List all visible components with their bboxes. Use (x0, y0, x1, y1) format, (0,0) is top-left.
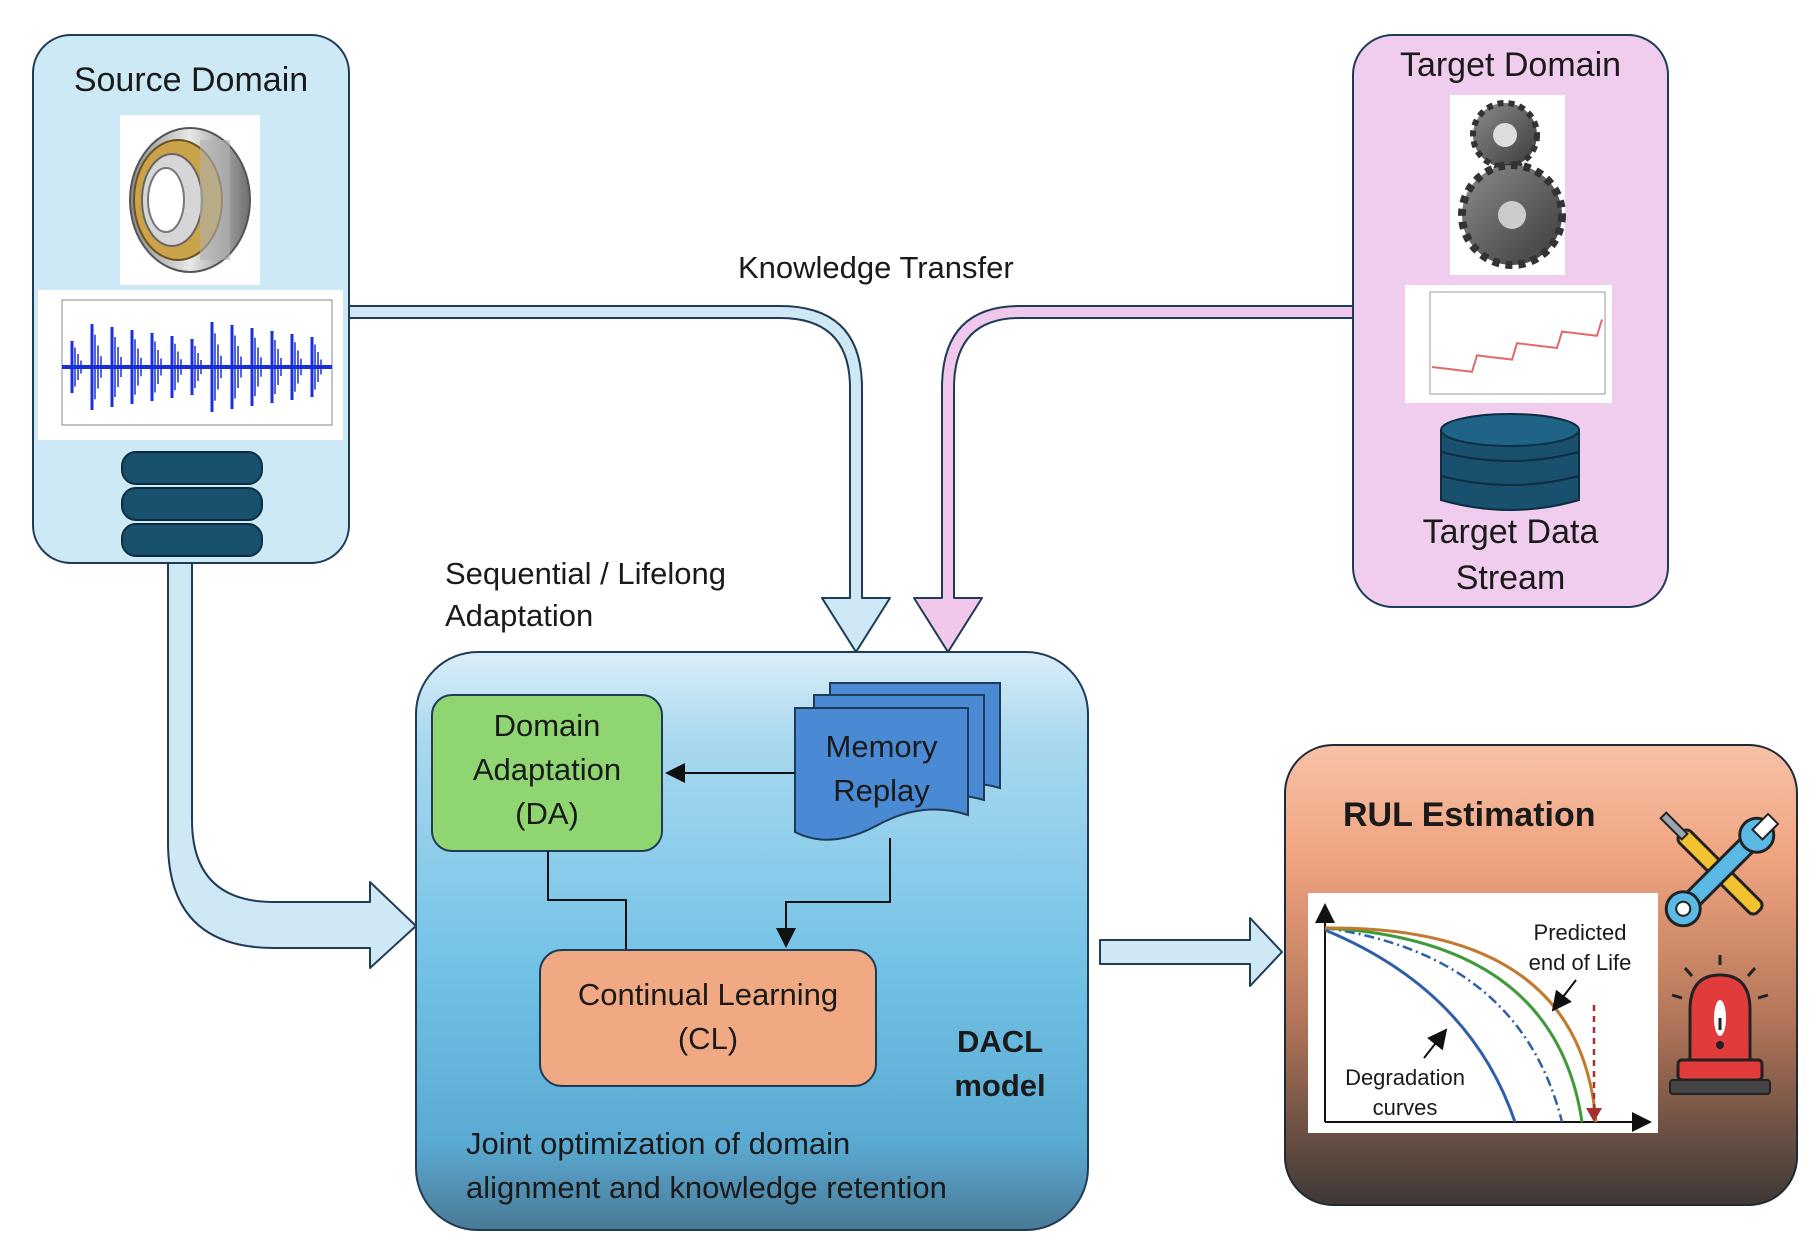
memory-replay-label-1: Memory (825, 729, 938, 764)
target-data-stream-label-2: Stream (1455, 559, 1566, 597)
source-domain-title: Source Domain (73, 61, 309, 99)
degradation-curve-green (1324, 926, 1584, 1123)
memory-to-cl-connector (776, 838, 891, 948)
joint-optimization-label-2: alignment and knowledge retention (466, 1170, 947, 1205)
degradation-curve-blue (1324, 928, 1517, 1123)
degradation-curves-label-2: curves (1372, 1095, 1438, 1120)
domain-adaptation-label-1: Domain (493, 708, 601, 743)
continual-learning-box (539, 949, 877, 1087)
degradation-curve-orange (1324, 926, 1598, 1123)
database-icon (121, 451, 263, 557)
sequential-adaptation-arrow (167, 562, 417, 969)
vibration-signal-plot (38, 290, 343, 440)
dacl-model-label-1: DACL (956, 1024, 1044, 1059)
target-domain-title: Target Domain (1399, 46, 1622, 84)
continual-learning-label-1: Continual Learning (577, 977, 839, 1012)
sequential-adaptation-label-2: Adaptation (445, 598, 594, 633)
dacl-to-rul-arrow (1099, 917, 1283, 987)
database-icon (1440, 413, 1580, 511)
joint-optimization-label-1: Joint optimization of domain (466, 1126, 851, 1161)
knowledge-transfer-source-arrow (348, 305, 891, 653)
temperature-signal-plot (1405, 285, 1612, 403)
wrench-shape (1664, 812, 1780, 928)
knowledge-transfer-label: Knowledge Transfer (738, 250, 1014, 285)
target-data-stream-label-1: Target Data (1422, 513, 1599, 551)
degradation-curve-dashdot (1324, 926, 1564, 1123)
memory-replay-label-2: Replay (833, 773, 930, 808)
knowledge-transfer-target-arrow (913, 305, 1354, 653)
domain-adaptation-label-3: (DA) (515, 796, 579, 831)
alarm-siren-icon (1669, 955, 1771, 1095)
rul-estimation-title: RUL Estimation (1343, 796, 1596, 834)
sequential-adaptation-label-1: Sequential / Lifelong (445, 556, 726, 591)
predicted-eol-label-1: Predicted (1533, 920, 1627, 945)
domain-adaptation-label-2: Adaptation (472, 752, 622, 787)
predicted-eol-label-2: end of Life (1528, 950, 1632, 975)
bearing-image (120, 115, 260, 285)
continual-learning-label-2: (CL) (677, 1021, 739, 1056)
degradation-chart (1308, 893, 1658, 1133)
gear-image (1450, 95, 1566, 275)
da-to-cl-connector (547, 851, 627, 950)
degradation-curves-label-1: Degradation (1345, 1065, 1465, 1090)
dacl-model-label-2: model (954, 1068, 1046, 1103)
memory-replay-box (794, 682, 1001, 841)
